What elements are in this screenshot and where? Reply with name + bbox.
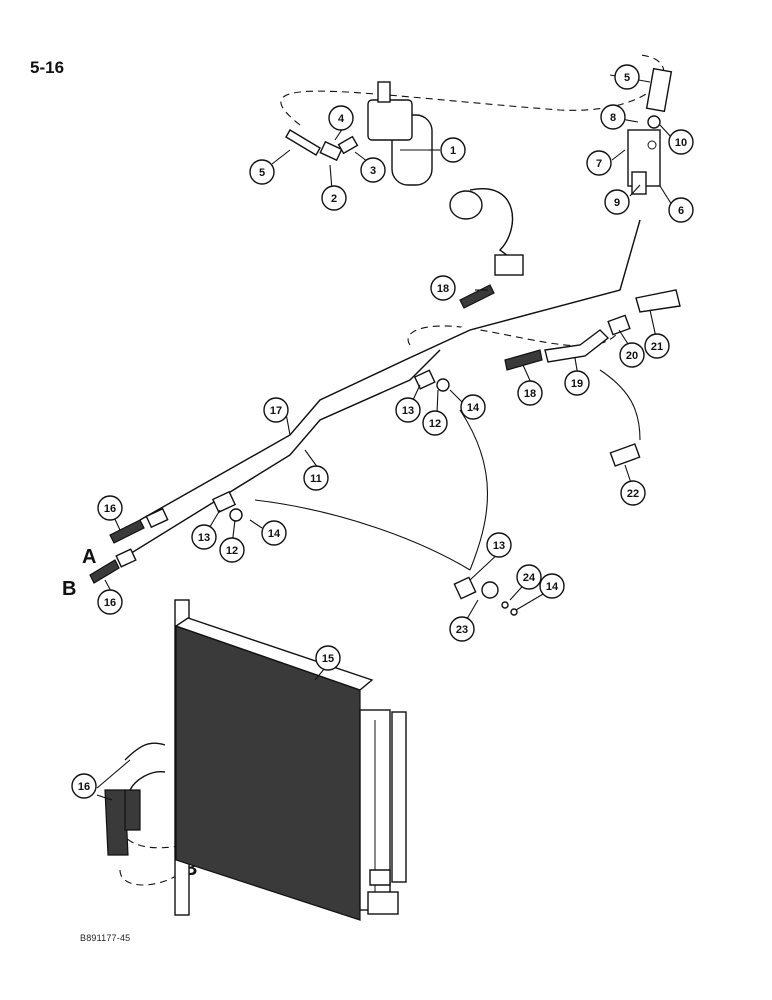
callout-4: 4 [328, 105, 354, 131]
svg-text:11: 11 [310, 473, 322, 485]
arc-leader-left [254, 499, 471, 571]
callout-24: 24 [516, 564, 542, 590]
arc-leader-right [599, 369, 641, 441]
callout-9: 9 [604, 189, 630, 215]
svg-text:18: 18 [437, 283, 449, 295]
svg-text:21: 21 [651, 341, 663, 353]
svg-text:24: 24 [523, 572, 536, 584]
callout-5-right: 5 [614, 64, 640, 90]
callout-13-lower: 13 [191, 524, 217, 550]
svg-text:15: 15 [322, 653, 334, 665]
svg-text:13: 13 [198, 532, 210, 544]
callout-14-detail: 14 [539, 573, 565, 599]
svg-text:10: 10 [675, 137, 687, 149]
connection-letter-a-upper: A [82, 546, 97, 568]
page-number: 5-16 [30, 58, 65, 77]
callout-18-lower: 18 [517, 380, 543, 406]
drawing-code: B891177-45 [80, 933, 131, 943]
callout-21: 21 [644, 333, 670, 359]
cooler-hoses [104, 742, 166, 856]
arc-leader-mid [459, 409, 489, 571]
svg-text:9: 9 [614, 197, 620, 209]
dashed-route-mid [407, 325, 621, 347]
svg-text:4: 4 [338, 113, 345, 125]
svg-text:14: 14 [546, 581, 559, 593]
callout-7: 7 [586, 150, 612, 176]
svg-text:17: 17 [270, 405, 282, 417]
callout-14-lower: 14 [261, 520, 287, 546]
connection-letter-b-upper: B [62, 578, 77, 600]
svg-text:12: 12 [429, 418, 441, 430]
dashed-route-top [280, 54, 665, 126]
end-fittings-left [89, 507, 169, 584]
tube-upper [139, 219, 641, 521]
svg-text:5: 5 [259, 167, 265, 179]
svg-text:13: 13 [402, 405, 414, 417]
callout-22: 22 [620, 480, 646, 506]
callout-19: 19 [564, 370, 590, 396]
svg-text:2: 2 [331, 193, 337, 205]
hose-assembly-right [504, 289, 681, 371]
callout-12-upper: 12 [422, 410, 448, 436]
svg-text:12: 12 [226, 545, 238, 557]
svg-text:5: 5 [624, 72, 630, 84]
svg-text:3: 3 [370, 165, 376, 177]
callout-8: 8 [600, 104, 626, 130]
svg-text:7: 7 [596, 158, 602, 170]
callout-23: 23 [449, 616, 475, 642]
svg-text:20: 20 [626, 350, 638, 362]
valve-assembly [367, 81, 433, 186]
svg-text:16: 16 [104, 503, 116, 515]
callout-3: 3 [360, 157, 386, 183]
svg-text:22: 22 [627, 488, 639, 500]
callout-16-cooler: 16 [71, 773, 97, 799]
clamp-lower [211, 490, 243, 522]
callout-16-upper: 16 [97, 495, 123, 521]
callout-5-left: 5 [249, 159, 275, 185]
callout-17: 17 [263, 397, 289, 423]
svg-text:8: 8 [610, 112, 616, 124]
svg-text:6: 6 [678, 205, 684, 217]
valve-fittings [285, 129, 359, 162]
callout-1: 1 [440, 137, 466, 163]
svg-text:14: 14 [467, 402, 480, 414]
callout-11: 11 [303, 465, 329, 491]
fitting-22 [609, 443, 641, 467]
svg-text:13: 13 [493, 540, 505, 552]
hose-assembly-upper [449, 188, 524, 309]
svg-text:14: 14 [268, 528, 281, 540]
clamp-upper [413, 369, 450, 392]
svg-text:1: 1 [450, 145, 456, 157]
tube-lower-inner [119, 349, 441, 561]
svg-text:16: 16 [78, 781, 90, 793]
callout-20: 20 [619, 342, 645, 368]
callout-18-upper: 18 [430, 275, 456, 301]
svg-text:19: 19 [571, 378, 583, 390]
callout-6: 6 [668, 197, 694, 223]
callout-13-upper: 13 [395, 397, 421, 423]
callout-2: 2 [321, 185, 347, 211]
callout-13-detail: 13 [486, 532, 512, 558]
svg-text:16: 16 [104, 597, 116, 609]
callout-15: 15 [315, 645, 341, 671]
svg-text:23: 23 [456, 624, 468, 636]
clamp-detail [453, 576, 518, 616]
callout-10: 10 [668, 129, 694, 155]
callout-14-upper: 14 [460, 394, 486, 420]
callout-16-lower: 16 [97, 589, 123, 615]
callout-12-lower: 12 [219, 537, 245, 563]
mounting-plate [627, 67, 673, 195]
oil-cooler [174, 599, 407, 921]
svg-text:18: 18 [524, 388, 536, 400]
